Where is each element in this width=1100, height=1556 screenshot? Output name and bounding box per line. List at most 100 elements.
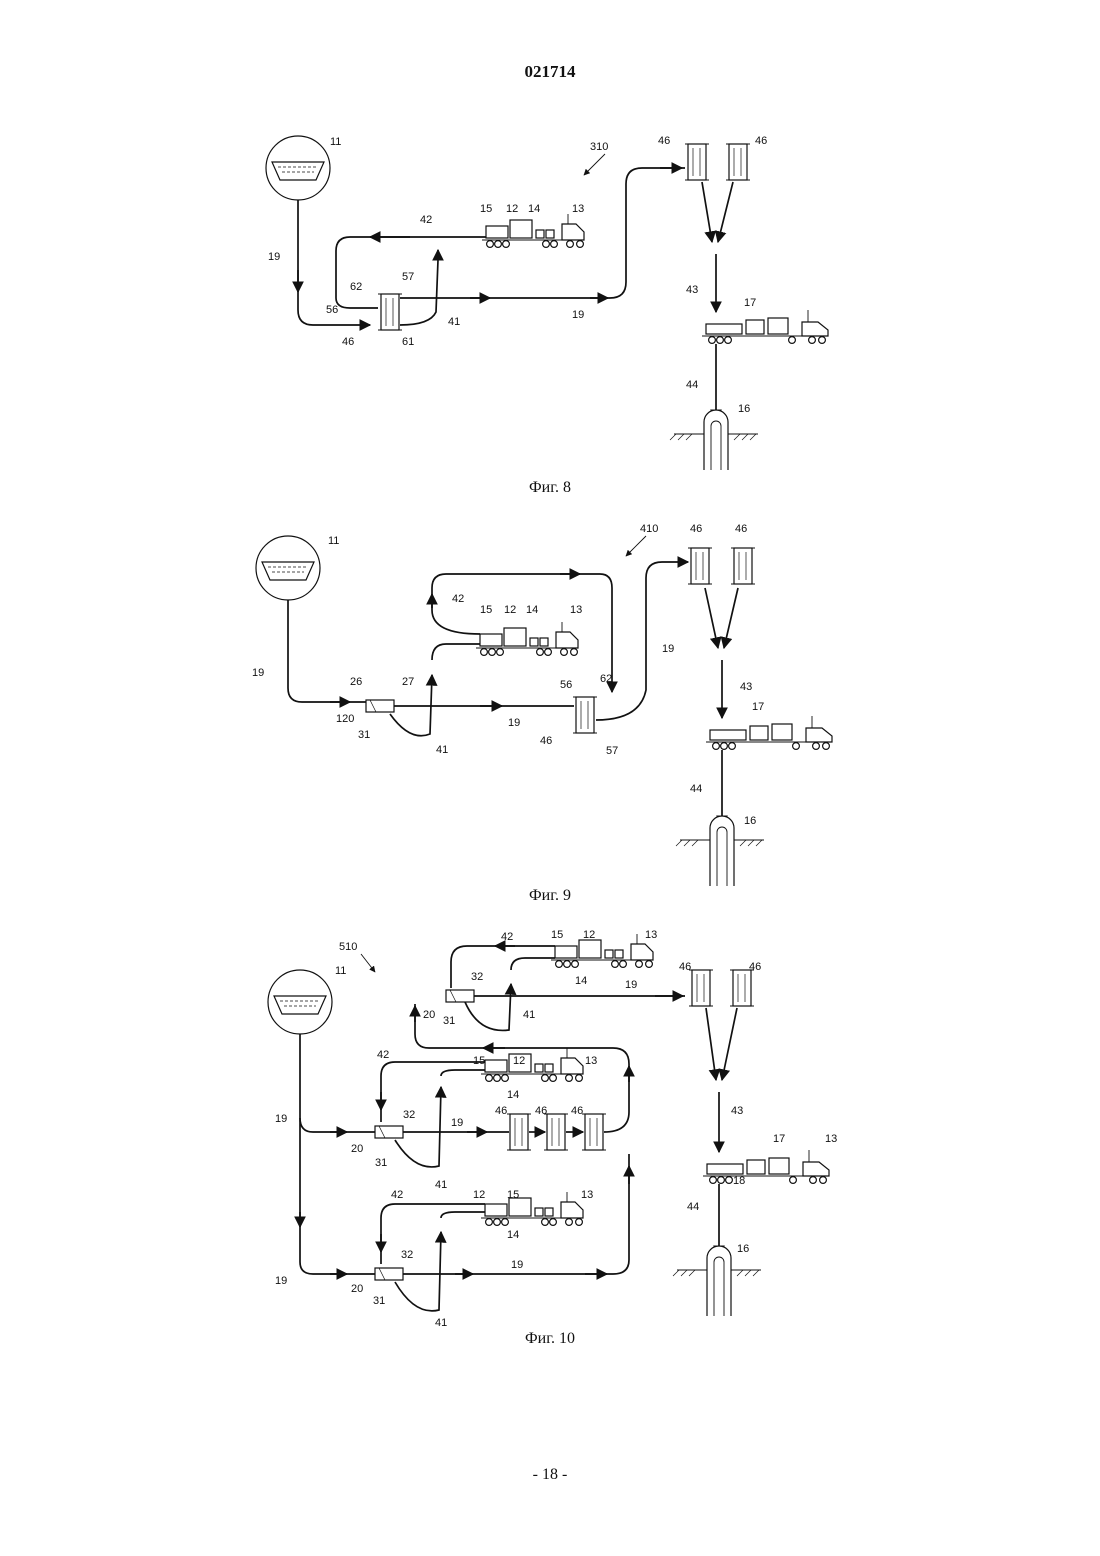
label-46d: 46 <box>535 1105 547 1117</box>
label-46e: 46 <box>571 1105 583 1117</box>
label-44: 44 <box>687 1201 699 1213</box>
label-31b: 31 <box>375 1157 387 1169</box>
label-32a: 32 <box>471 971 483 983</box>
label-16: 16 <box>744 815 756 827</box>
label-t2-15: 15 <box>473 1055 485 1067</box>
pump-truck-icon <box>482 214 584 247</box>
label-t1-13: 13 <box>645 929 657 941</box>
label-t2-12: 12 <box>513 1055 525 1067</box>
tank-46-right-a-icon <box>685 144 709 180</box>
label-15: 15 <box>480 604 492 616</box>
label-12: 12 <box>506 203 518 215</box>
label-46b: 46 <box>749 961 761 973</box>
figure-8-svg: 11 310 19 42 41 19 62 57 56 46 61 15 12 … <box>250 120 870 470</box>
label-19a: 19 <box>275 1113 287 1125</box>
label-62: 62 <box>600 673 612 685</box>
label-20c: 20 <box>351 1283 363 1295</box>
label-120: 120 <box>336 713 354 725</box>
label-62: 62 <box>350 281 362 293</box>
figure-9-caption: Фиг. 9 <box>0 887 1100 905</box>
label-57: 57 <box>402 271 414 283</box>
label-41: 41 <box>436 744 448 756</box>
label-42c: 42 <box>391 1189 403 1201</box>
figure-8-diagram: 11 310 19 42 41 19 62 57 56 46 61 15 12 … <box>250 120 870 470</box>
separator-top-icon <box>446 990 474 1002</box>
label-42: 42 <box>452 593 464 605</box>
label-20a: 20 <box>423 1009 435 1021</box>
label-41a: 41 <box>523 1009 535 1021</box>
label-17: 17 <box>773 1133 785 1145</box>
label-42a: 42 <box>501 931 513 943</box>
wellhead-icon <box>673 1246 761 1316</box>
label-15: 15 <box>480 203 492 215</box>
label-pit: 11 <box>335 965 346 977</box>
pump-truck-icon <box>476 622 578 655</box>
flow-line-42-bottom <box>381 1204 485 1264</box>
tank-46-icon <box>378 294 402 330</box>
label-44: 44 <box>690 783 702 795</box>
tank-46-right-b-icon <box>726 144 750 180</box>
tank-46-mid-c-icon <box>582 1114 606 1150</box>
tank-46-icon <box>573 697 597 733</box>
tank-46-right-a-icon <box>689 970 713 1006</box>
label-t1-14: 14 <box>575 975 587 987</box>
label-t1-12: 12 <box>583 929 595 941</box>
label-57: 57 <box>606 745 618 757</box>
tank-46-mid-b-icon <box>544 1114 568 1150</box>
document-number: 021714 <box>0 62 1100 82</box>
label-31a: 31 <box>443 1015 455 1027</box>
label-46a: 46 <box>540 735 552 747</box>
figure-9-svg: 11 410 19 26 27 120 31 41 42 19 56 62 46… <box>240 510 870 890</box>
label-t2-13: 13 <box>585 1055 597 1067</box>
wellhead-icon <box>670 410 758 470</box>
label-system: 510 <box>339 941 357 953</box>
flow-line-42-top <box>451 946 555 988</box>
pump-truck-bottom-icon <box>481 1192 583 1225</box>
label-42b: 42 <box>377 1049 389 1061</box>
label-41c: 41 <box>435 1317 447 1329</box>
label-19a: 19 <box>252 667 264 679</box>
label-46a: 46 <box>342 336 354 348</box>
label-20b: 20 <box>351 1143 363 1155</box>
flow-line-19-trunk <box>300 1034 377 1274</box>
label-43: 43 <box>731 1105 743 1117</box>
tank-46-mid-a-icon <box>507 1114 531 1150</box>
label-41b: 41 <box>435 1179 447 1191</box>
label-t3-15: 15 <box>507 1189 519 1201</box>
label-31: 31 <box>358 729 370 741</box>
label-19b: 19 <box>572 309 584 321</box>
label-pit: 11 <box>328 535 339 547</box>
label-18: 18 <box>733 1175 745 1187</box>
label-12: 12 <box>504 604 516 616</box>
label-19b: 19 <box>508 717 520 729</box>
label-16: 16 <box>737 1243 749 1255</box>
separator-bottom-icon <box>375 1268 403 1280</box>
label-19b: 19 <box>451 1117 463 1129</box>
tank-46-right-a-icon <box>688 548 712 584</box>
label-16: 16 <box>738 403 750 415</box>
flow-line-42-mid <box>381 1062 485 1122</box>
label-t3-13: 13 <box>581 1189 593 1201</box>
label-19c: 19 <box>662 643 674 655</box>
label-13: 13 <box>572 203 584 215</box>
label-17: 17 <box>752 701 764 713</box>
label-56: 56 <box>326 304 338 316</box>
label-13: 13 <box>570 604 582 616</box>
label-46b: 46 <box>690 523 702 535</box>
label-19e: 19 <box>511 1259 523 1271</box>
label-19c: 19 <box>625 979 637 991</box>
label-13-blender: 13 <box>825 1133 837 1145</box>
separator-120-icon <box>366 700 394 712</box>
label-14: 14 <box>528 203 540 215</box>
label-19a: 19 <box>268 251 280 263</box>
label-t3-12: 12 <box>473 1189 485 1201</box>
label-system: 310 <box>590 141 608 153</box>
fluid-pit-icon <box>266 136 330 200</box>
label-46a: 46 <box>679 961 691 973</box>
tank-46-right-b-icon <box>731 548 755 584</box>
figure-10-svg: 510 11 42 15 12 14 13 32 20 31 41 19 42 … <box>255 922 855 1332</box>
label-14: 14 <box>526 604 538 616</box>
page-number: - 18 - <box>0 1466 1100 1484</box>
blender-truck-icon <box>702 310 828 343</box>
label-32c: 32 <box>401 1249 413 1261</box>
